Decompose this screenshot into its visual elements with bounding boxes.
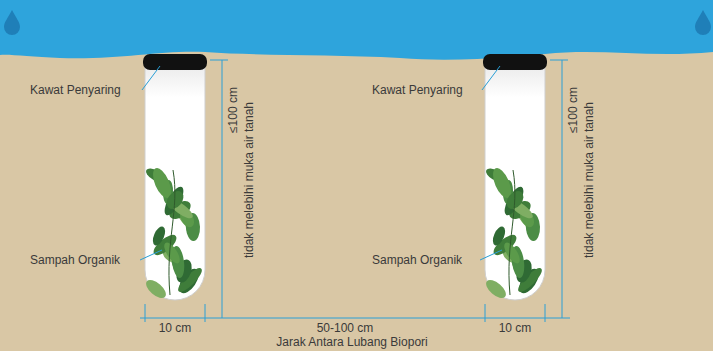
note-label: tidak melebihi muka air tanah (242, 102, 256, 258)
part-label: Sampah Organik (30, 253, 120, 267)
dimension-label: 50-100 cm (314, 321, 377, 335)
part-label: Sampah Organik (372, 253, 462, 267)
leaf (501, 240, 522, 266)
note-label: tidak melebihi muka air tanah (582, 102, 596, 258)
leaf (143, 277, 169, 302)
dimension-title: Jarak Antara Lubang Biopori (276, 335, 427, 349)
leaf (483, 277, 509, 302)
dimension-label: ≤100 cm (226, 87, 240, 133)
dimension-label: 10 cm (499, 321, 532, 335)
leaf (161, 240, 182, 266)
dimension-label: 10 cm (159, 321, 192, 335)
dimension-label: ≤100 cm (566, 87, 580, 133)
leaf-stem (509, 170, 515, 295)
leaf-stem (169, 170, 175, 295)
part-label: Kawat Penyaring (372, 83, 463, 97)
part-label: Kawat Penyaring (30, 83, 121, 97)
